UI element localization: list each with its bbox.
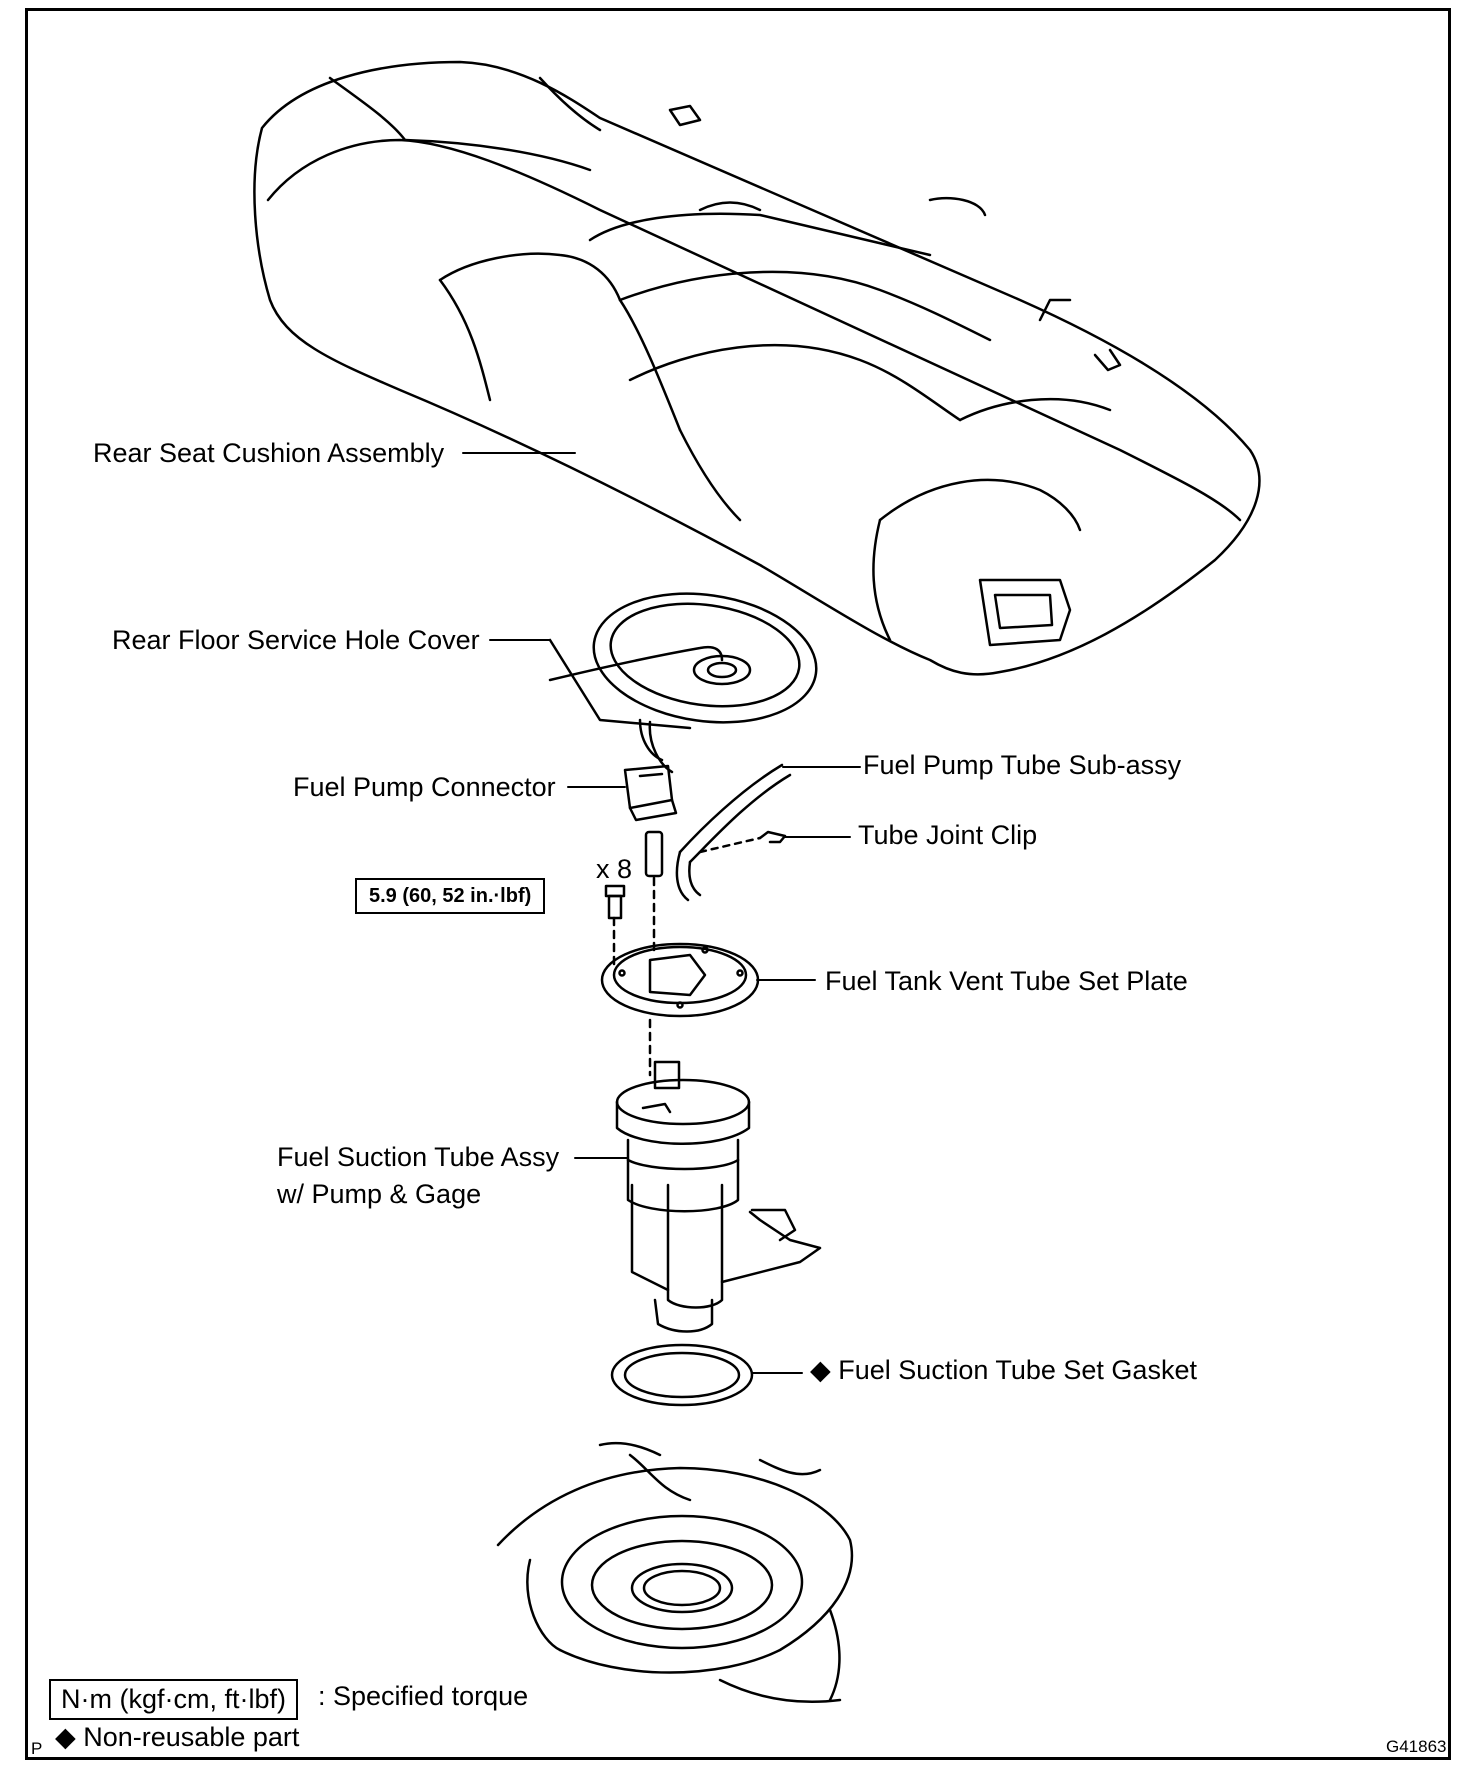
- label-fuel-tank-vent-tube-set-plate: Fuel Tank Vent Tube Set Plate: [825, 966, 1188, 996]
- label-fuel-pump-tube-sub-assy: Fuel Pump Tube Sub-assy: [863, 750, 1182, 780]
- label-fuel-suction-tube-set-gasket: ◆ Fuel Suction Tube Set Gasket: [810, 1355, 1197, 1385]
- fuel-pump-tube-drawing: [644, 763, 792, 902]
- label-rear-floor-service-hole-cover: Rear Floor Service Hole Cover: [112, 625, 480, 655]
- fuel-tank-floor-drawing: [496, 1441, 854, 1704]
- seat-cushion-drawing: [253, 60, 1261, 676]
- torque-spec-box: 5.9 (60, 52 in.·lbf): [355, 878, 546, 914]
- leader-lines: [462, 452, 861, 1374]
- vent-tube-set-plate-drawing: [600, 942, 760, 1018]
- legend-non-reusable: ◆ Non-reusable part: [55, 1722, 300, 1752]
- label-fuel-suction-tube-assy-line2: w/ Pump & Gage: [277, 1179, 482, 1209]
- corner-mark: P: [31, 1739, 43, 1758]
- bolt-drawing: [604, 884, 626, 920]
- legend-torque-box: N·m (kgf·cm, ft·lbf): [49, 1679, 298, 1720]
- diagram-frame: [25, 8, 1451, 1760]
- service-hole-cover-drawing: [548, 592, 818, 774]
- fuel-suction-tube-assy-drawing: [615, 1060, 822, 1333]
- figure-id: G41863: [1386, 1737, 1447, 1756]
- label-fuel-suction-tube-assy: Fuel Suction Tube Assy: [277, 1142, 560, 1172]
- label-bolt-count: x 8: [596, 854, 633, 884]
- label-rear-seat-cushion-assembly: Rear Seat Cushion Assembly: [93, 438, 445, 468]
- legend-torque-text: : Specified torque: [318, 1681, 529, 1711]
- gasket-drawing: [610, 1343, 754, 1407]
- label-fuel-pump-connector: Fuel Pump Connector: [293, 772, 556, 802]
- label-tube-joint-clip: Tube Joint Clip: [858, 820, 1038, 850]
- fuel-pump-connector-drawing: [623, 764, 678, 822]
